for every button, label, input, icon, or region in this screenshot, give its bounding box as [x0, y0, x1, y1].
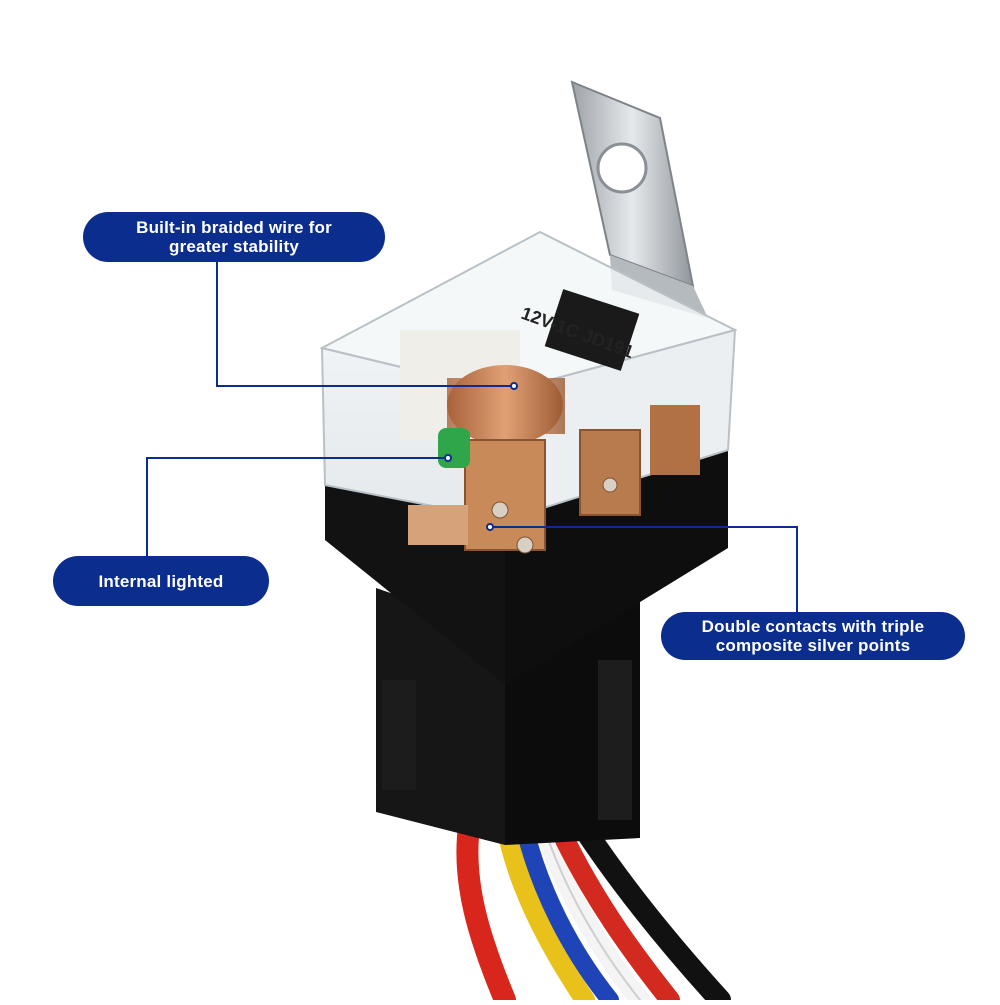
wire-red-left — [456, 809, 516, 1005]
mounting-bracket — [570, 80, 708, 318]
leader-double-contacts — [490, 526, 798, 612]
callout-double-contacts-line1: Double contacts with triple — [701, 617, 925, 636]
leader-lines — [146, 262, 798, 612]
wire-white-outline — [544, 829, 641, 1001]
callout-braided-wire-line1: Built-in braided wire for — [136, 218, 332, 237]
wire-blue — [516, 821, 619, 1005]
callout-internal-lighted-line1: Internal lighted — [98, 571, 224, 591]
leader-internal-lighted — [146, 457, 448, 556]
relay-internals: 12V-1C JD191 — [400, 289, 700, 554]
callout-braided-wire: Built-in braided wire for greater stabil… — [83, 212, 385, 262]
callout-internal-lighted: Internal lighted — [53, 556, 269, 606]
copper-contact-left — [464, 439, 546, 551]
wire-black — [574, 819, 731, 1005]
callout-braided-wire-line2: greater stability — [168, 237, 299, 256]
green-led — [438, 428, 470, 468]
wire-red-right — [555, 830, 680, 1005]
bracket-hole — [596, 142, 648, 194]
relay-socket — [376, 585, 640, 845]
callout-double-contacts: Double contacts with triple composite si… — [661, 612, 965, 660]
leader-braided-wire — [216, 262, 514, 387]
copper-contact-right — [579, 429, 641, 516]
wire-bundle — [456, 809, 731, 1005]
callout-double-contacts-line2: composite silver points — [715, 636, 911, 655]
